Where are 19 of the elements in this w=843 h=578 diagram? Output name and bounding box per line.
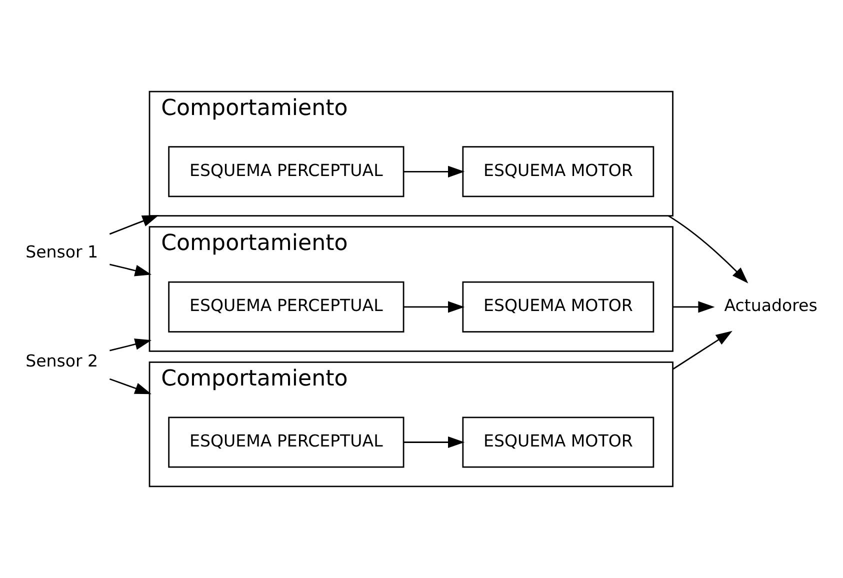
node-text: Actuadores [724, 296, 818, 316]
arrow [668, 215, 748, 284]
node-text: Sensor 2 [26, 351, 98, 370]
node-box: ESQUEMA PERCEPTUAL [168, 281, 404, 332]
arrow [404, 301, 465, 313]
arrow [110, 338, 152, 352]
node-box: ESQUEMA MOTOR [462, 281, 654, 332]
node-box: ESQUEMA PERCEPTUAL [168, 146, 404, 198]
arrow [110, 264, 152, 276]
arrow [672, 330, 732, 370]
node-box: ESQUEMA MOTOR [462, 146, 654, 198]
node-text: Sensor 1 [26, 242, 98, 262]
arrow [672, 301, 715, 313]
arrow [109, 378, 152, 394]
arrow [109, 215, 159, 235]
node-box: ESQUEMA MOTOR [462, 416, 654, 468]
node-box: ESQUEMA PERCEPTUAL [168, 416, 404, 468]
arrow [404, 436, 465, 448]
arrow [404, 166, 465, 178]
